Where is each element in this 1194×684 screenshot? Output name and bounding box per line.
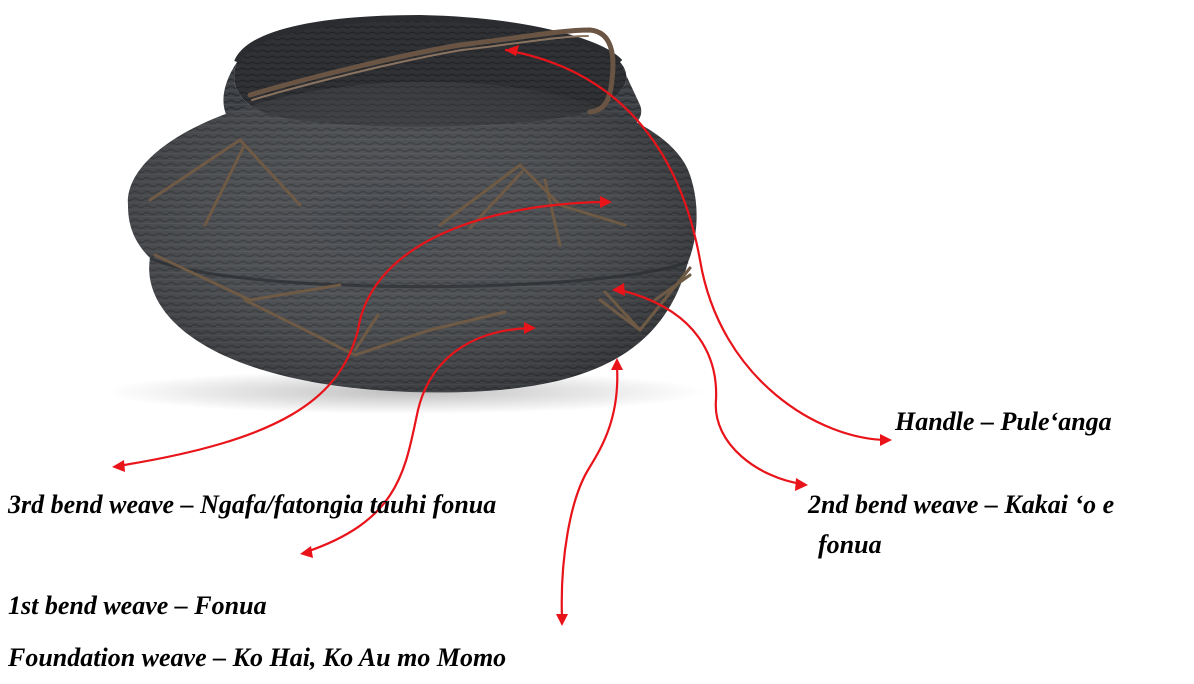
label-handle: Handle – Puleʻanga: [895, 407, 1112, 437]
label-second-bend: 2nd bend weave – Kakai ʻo e: [808, 490, 1114, 520]
label-third-bend: 3rd bend weave – Ngafa/fatongia tauhi fo…: [8, 490, 496, 520]
label-foundation: Foundation weave – Ko Hai, Ko Au mo Momo: [8, 643, 506, 673]
label-second-bend-cont: fonua: [818, 530, 882, 560]
label-first-bend: 1st bend weave – Fonua: [8, 591, 267, 621]
